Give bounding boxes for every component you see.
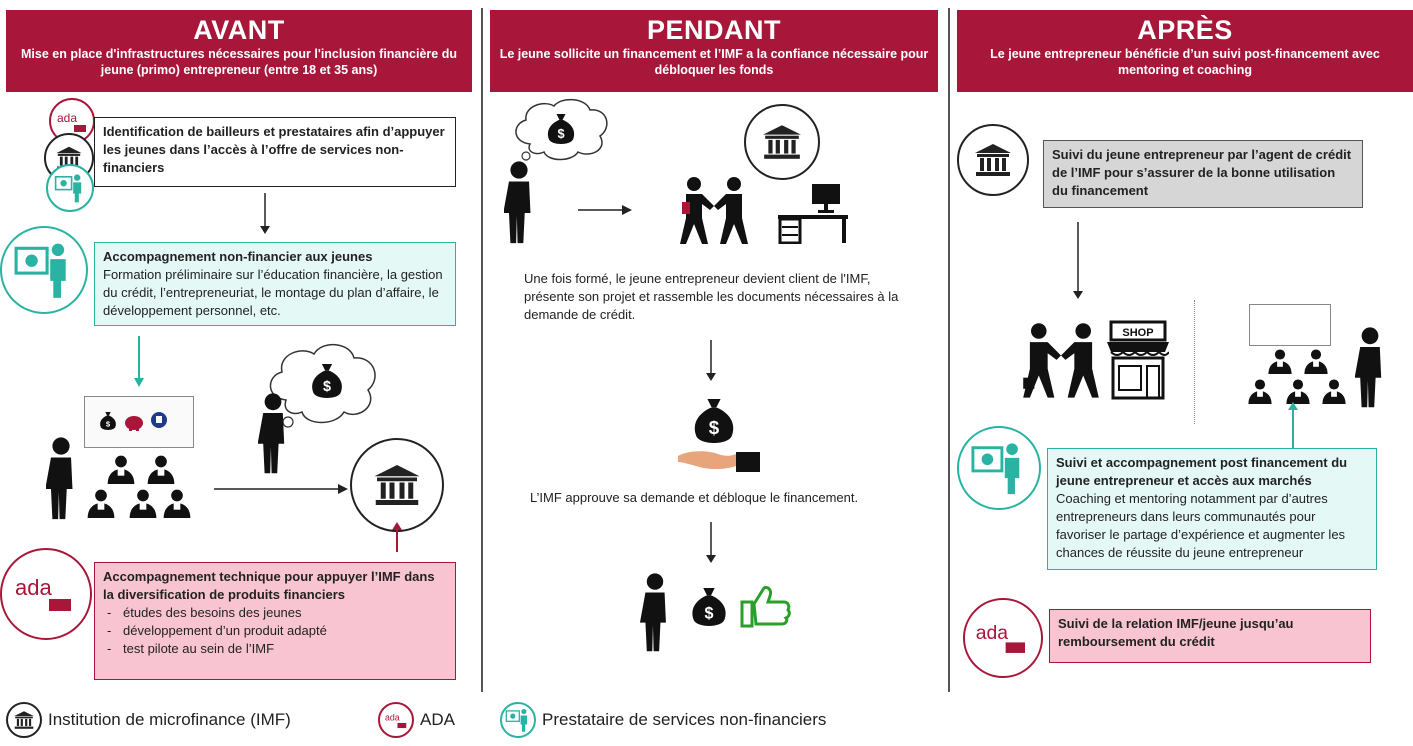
box-suivi-accompagnement: Suivi et accompagnement post financement… — [1047, 448, 1377, 570]
arrow-down — [706, 340, 716, 381]
pendant-subtitle: Le jeune sollicite un financement et l’I… — [499, 47, 929, 77]
legend-ada: ada ADA — [378, 700, 455, 740]
bank-large-icon — [350, 438, 444, 532]
avant-subtitle: Mise en place d'infrastructures nécessai… — [21, 47, 457, 77]
bank-legend-icon — [6, 702, 42, 738]
whiteboard — [84, 396, 194, 448]
arrow-down-2 — [706, 522, 716, 563]
text-client: Une fois formé, le jeune entrepreneur de… — [524, 271, 899, 322]
legend-prestataire: Prestataire de services non-financiers — [500, 700, 826, 740]
pendant-title: PENDANT — [646, 15, 781, 45]
money-bag-icon — [690, 584, 728, 630]
trainer-large-icon — [957, 426, 1041, 510]
trainer-icon — [46, 164, 94, 212]
trainer-legend-icon — [500, 702, 536, 738]
box-suivi-relation: Suivi de la relation IMF/jeune jusqu’au … — [1049, 609, 1371, 663]
box3-title: Accompagnement technique pour appuyer l’… — [103, 569, 435, 602]
trainer-large-icon — [0, 226, 88, 314]
whiteboard — [1249, 304, 1331, 346]
list-item: test pilote au sein de l’IMF — [103, 640, 447, 658]
money-in-hand-icon — [678, 399, 760, 472]
separator-1 — [481, 8, 483, 692]
arrow-up-teal — [1288, 402, 1298, 448]
young-person-icon — [640, 572, 670, 654]
bank-icon — [957, 124, 1029, 196]
bank-icon — [744, 104, 820, 180]
piggy-bank-icon — [125, 416, 143, 431]
ada-large-icon: ada — [963, 598, 1043, 678]
handshake-icon — [1023, 323, 1099, 398]
legend-imf: Institution de microfinance (IMF) — [6, 700, 291, 740]
box-suivi-agent: Suivi du jeune entrepreneur par l’agent … — [1043, 140, 1363, 208]
box-accompagnement-technique: Accompagnement technique pour appuyer l’… — [94, 562, 456, 680]
arrow-right-to-bank — [214, 484, 348, 494]
column-apres: APRÈS Le jeune entrepreneur bénéficie d’… — [957, 0, 1413, 700]
thumbs-up-icon — [740, 586, 791, 628]
header-pendant: PENDANT Le jeune sollicite un financemen… — [490, 10, 938, 92]
list-item: développement d’un produit adapté — [103, 622, 447, 640]
classroom-illustration — [46, 392, 194, 522]
desk-computer-icon — [778, 184, 848, 244]
ada-legend-icon: ada — [378, 702, 414, 738]
arrow-down — [1073, 222, 1083, 299]
legend-prestataire-label: Prestataire de services non-financiers — [542, 710, 827, 729]
ada-large-text: ada — [976, 622, 1009, 644]
ada-logo-text: ada — [57, 111, 77, 125]
ada-legend-text: ada — [385, 713, 400, 723]
shop-icon: SHOP — [1107, 320, 1169, 400]
box2-title: Accompagnement non-financier aux jeunes — [103, 249, 373, 264]
apres-subtitle: Le jeune entrepreneur bénéficie d’un sui… — [990, 47, 1380, 77]
classroom-illustration — [1243, 298, 1391, 410]
thought-cloud-money — [515, 98, 608, 161]
dotted-divider — [1194, 300, 1195, 424]
legend-ada-label: ADA — [420, 710, 455, 729]
arrow-right — [578, 205, 632, 215]
box-identification: Identification de bailleurs et prestatai… — [94, 117, 456, 187]
column-avant: AVANT Mise en place d'infrastructures né… — [0, 0, 472, 700]
avant-title: AVANT — [193, 15, 285, 45]
header-avant: AVANT Mise en place d'infrastructures né… — [6, 10, 472, 92]
list-item: études des besoins des jeunes — [103, 604, 447, 622]
column-pendant: PENDANT Le jeune sollicite un financemen… — [490, 0, 938, 700]
box2-body: Formation préliminaire sur l’éducation f… — [103, 267, 443, 318]
handshake-icon — [680, 177, 748, 244]
box-accompagnement-non-financier: Accompagnement non-financier aux jeunes … — [94, 242, 456, 326]
arrow-down-teal — [134, 336, 144, 387]
box3-list: études des besoins des jeunes développem… — [103, 604, 447, 658]
arrow-up-red — [392, 522, 402, 552]
box2-title: Suivi et accompagnement post financement… — [1056, 455, 1348, 488]
separator-2 — [948, 8, 950, 692]
head-icon — [151, 412, 167, 428]
header-apres: APRÈS Le jeune entrepreneur bénéficie d’… — [957, 10, 1413, 92]
apres-title: APRÈS — [1137, 15, 1233, 45]
young-person-icon — [504, 160, 534, 246]
shop-sign-text: SHOP — [1122, 327, 1153, 339]
ada-large-icon: ada — [0, 548, 92, 640]
arrow-down-1 — [260, 193, 270, 234]
legend-imf-label: Institution de microfinance (IMF) — [48, 710, 291, 729]
ada-large-text: ada — [15, 575, 52, 600]
text-approuve: L’IMF approuve sa demande et débloque le… — [530, 490, 859, 505]
box2-body: Coaching et mentoring notamment par d’au… — [1056, 491, 1346, 560]
young-person-icon — [258, 392, 288, 476]
